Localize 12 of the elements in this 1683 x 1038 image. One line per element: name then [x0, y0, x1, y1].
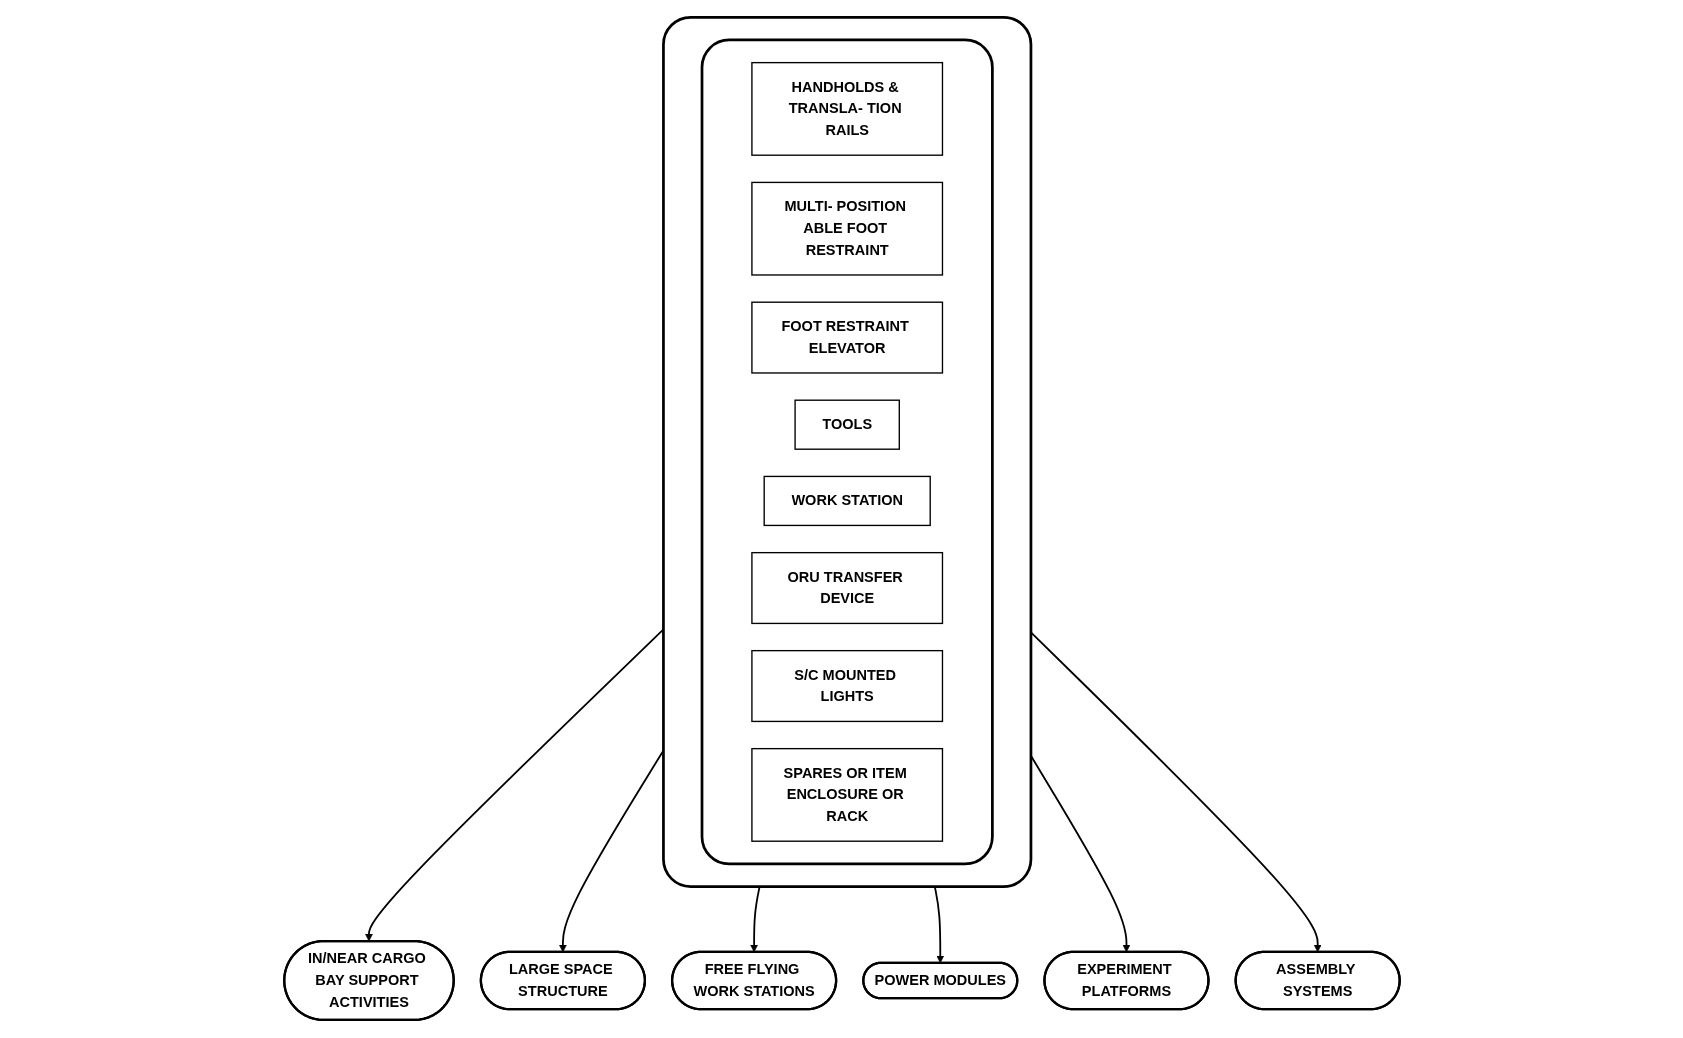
- node-box: ORU TRANSFER DEVICE: [750, 552, 943, 625]
- node-box: S/C MOUNTED LIGHTS: [750, 650, 943, 723]
- node-box: TOOLS: [793, 399, 900, 451]
- node-box: MULTI- POSITION ABLE FOOT RESTRAINT: [750, 182, 943, 277]
- node-box: SPARES OR ITEM ENCLOSURE OR RACK: [750, 748, 943, 843]
- node-box: WORK STATION: [763, 476, 931, 527]
- node-box: FOOT RESTRAINT ELEVATOR: [750, 301, 943, 375]
- arrow: [749, 886, 761, 953]
- node-box: HANDHOLDS & TRANSLA- TION RAILS: [750, 62, 943, 157]
- arrow: [933, 886, 944, 964]
- cluster: [700, 38, 994, 866]
- cluster: [661, 16, 1032, 889]
